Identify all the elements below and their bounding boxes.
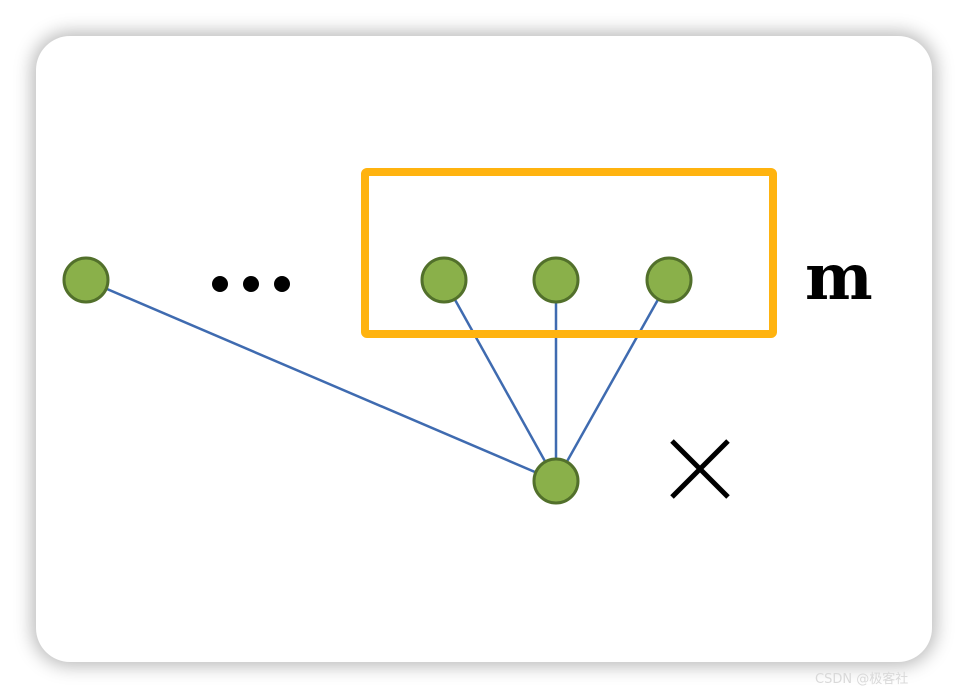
label-m: m bbox=[805, 240, 873, 315]
node-group-1 bbox=[420, 256, 468, 304]
edge-left-to-bottom bbox=[85, 278, 557, 483]
node-bottom bbox=[532, 457, 580, 505]
watermark: CSDN @极客社 bbox=[815, 672, 909, 687]
edge-group-1-to-bottom bbox=[442, 279, 558, 482]
nodes-layer bbox=[62, 256, 693, 505]
edges-layer bbox=[85, 278, 671, 483]
node-left bbox=[62, 256, 110, 304]
node-group-3 bbox=[645, 256, 693, 304]
ellipsis-dot bbox=[274, 276, 290, 292]
group-box bbox=[361, 168, 777, 338]
ellipsis-dots bbox=[212, 276, 290, 292]
ellipsis-dot bbox=[212, 276, 228, 292]
label-x bbox=[670, 439, 730, 499]
ellipsis-dot bbox=[243, 276, 259, 292]
edge-group-3-to-bottom bbox=[554, 279, 671, 482]
node-group-2 bbox=[532, 256, 580, 304]
diagram-card bbox=[36, 36, 932, 662]
